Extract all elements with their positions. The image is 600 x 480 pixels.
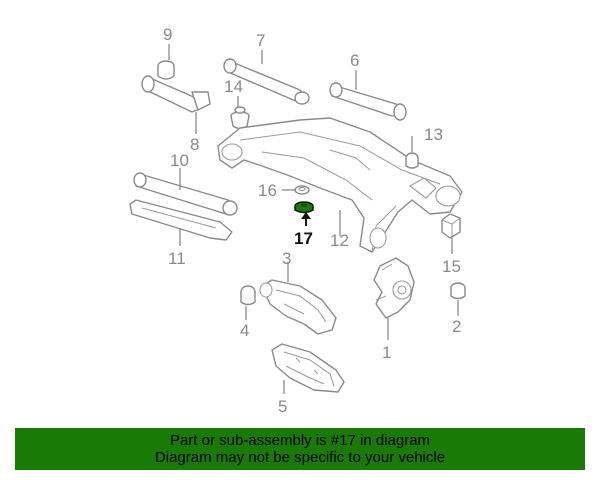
- part-16-washer[interactable]: [294, 185, 310, 195]
- diagram-svg: 9 8 7 6 14 13 10 11 16 17 12 15 2 1 3 4 …: [129, 25, 466, 416]
- callout-9[interactable]: 9: [163, 25, 172, 44]
- callout-16[interactable]: 16: [258, 181, 277, 200]
- callout-13[interactable]: 13: [424, 125, 443, 144]
- callout-8[interactable]: 8: [190, 135, 199, 154]
- part-17-nut-highlighted[interactable]: [294, 201, 314, 214]
- callout-3[interactable]: 3: [282, 249, 291, 268]
- callout-2[interactable]: 2: [452, 317, 461, 336]
- part-6-arm[interactable]: [329, 82, 407, 121]
- part-7-control-arm[interactable]: [223, 58, 310, 105]
- part-9-bushing[interactable]: [157, 60, 175, 80]
- callout-1[interactable]: 1: [382, 343, 391, 362]
- banner-line-disclaimer: Diagram may not be specific to your vehi…: [154, 449, 446, 466]
- callout-6[interactable]: 6: [350, 51, 359, 70]
- banner-line-part: Part or sub-assembly is #17 in diagram: [169, 432, 431, 449]
- part-3-lower-arm[interactable]: [259, 279, 337, 335]
- part-14-mount[interactable]: [230, 106, 250, 130]
- callout-10[interactable]: 10: [170, 151, 189, 170]
- leader-lines: [168, 44, 459, 394]
- callout-7[interactable]: 7: [256, 31, 265, 50]
- callout-15[interactable]: 15: [442, 257, 461, 276]
- callout-labels: 9 8 7 6 14 13 10 11 16 17 12 15 2 1 3 4 …: [163, 25, 461, 416]
- part-4-bushing[interactable]: [240, 285, 256, 306]
- callout-5[interactable]: 5: [278, 397, 287, 416]
- callout-17[interactable]: 17: [294, 229, 313, 248]
- part-1-knuckle[interactable]: [373, 257, 415, 319]
- part-13-bushing[interactable]: [405, 152, 419, 169]
- info-banner: Part or sub-assembly is #17 in diagram D…: [15, 428, 585, 470]
- callout-4[interactable]: 4: [240, 321, 249, 340]
- callout-14[interactable]: 14: [224, 77, 243, 96]
- part-8-link[interactable]: [141, 75, 211, 113]
- part-10-link[interactable]: [133, 172, 238, 216]
- part-5-cover[interactable]: [271, 343, 345, 393]
- part-15-mount[interactable]: [441, 213, 461, 239]
- part-2-bushing[interactable]: [450, 282, 466, 300]
- part-11-spring-link[interactable]: [129, 199, 233, 241]
- part-12-subframe[interactable]: [217, 117, 463, 253]
- callout-11[interactable]: 11: [168, 249, 186, 268]
- callout-12[interactable]: 12: [330, 231, 349, 250]
